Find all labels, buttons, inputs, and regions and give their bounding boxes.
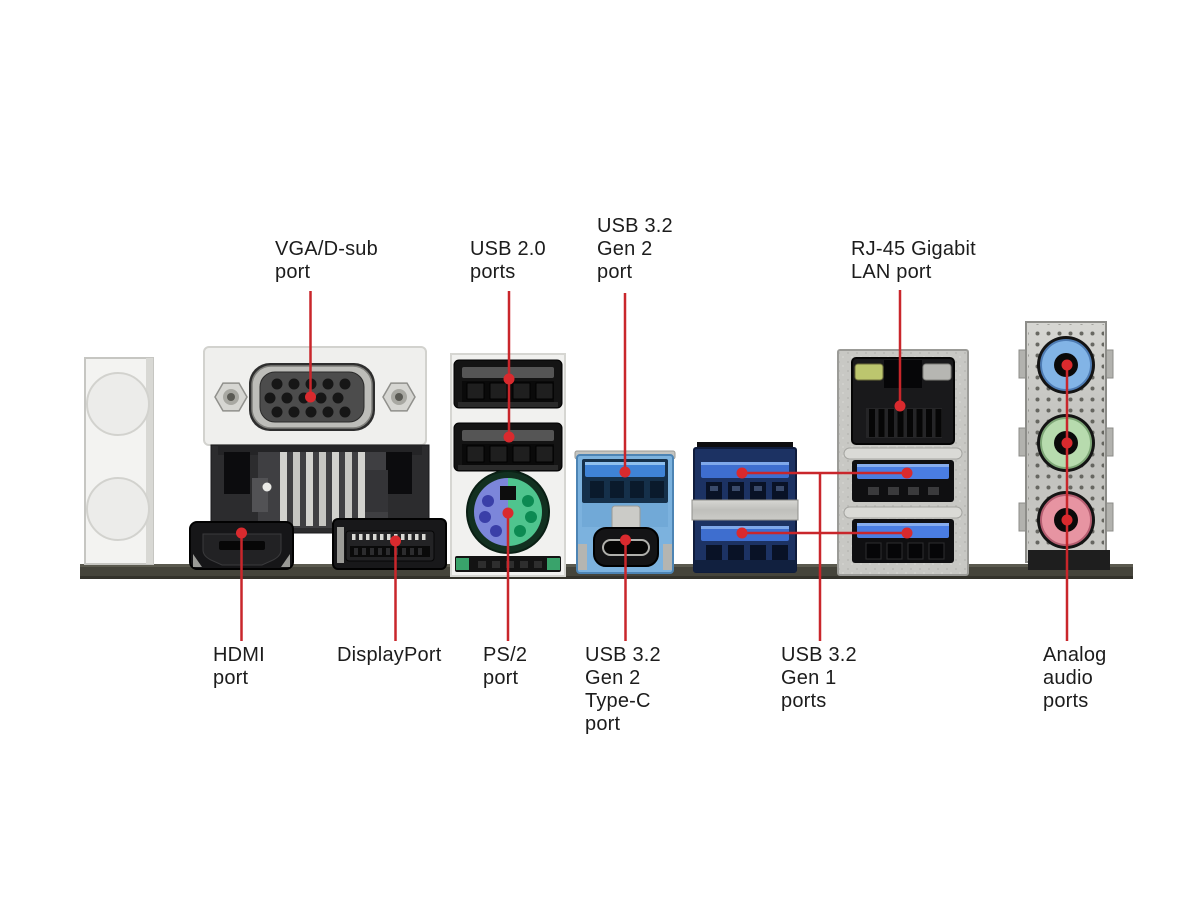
label-hdmi-port: HDMI port <box>213 644 265 689</box>
vga-dsub-port <box>203 346 430 534</box>
lan-led-left <box>854 363 884 381</box>
vga-bracket-fins <box>280 452 365 526</box>
label-rj45-lan-port: RJ-45 Gigabit LAN port <box>851 238 976 283</box>
label-ps2-port: PS/2 port <box>483 644 528 689</box>
usb32-gen1-stack <box>691 442 799 573</box>
label-usb32-gen2-port: USB 3.2 Gen 2 port <box>597 215 673 283</box>
vga-screw-right <box>382 382 416 412</box>
lan-led-right <box>922 363 952 381</box>
usb32-gen1-port-right-bottom <box>852 519 954 563</box>
label-usb32-gen1-ports: USB 3.2 Gen 1 ports <box>781 644 857 712</box>
callout-lines <box>240 290 1069 641</box>
blank-bracket <box>84 357 154 565</box>
label-usb32-gen2-typec-port: USB 3.2 Gen 2 Type-C port <box>585 644 661 735</box>
label-vga-dsub-port: VGA/D-sub port <box>275 238 378 283</box>
displayport-port <box>332 518 447 570</box>
label-usb20-ports: USB 2.0 ports <box>470 238 546 283</box>
usb20-port-bottom <box>453 422 563 472</box>
vga-screw-left <box>214 382 248 412</box>
usb32-gen1-port-right-top <box>852 460 954 502</box>
label-displayport: DisplayPort <box>337 644 442 666</box>
label-analog-audio-ports: Analog audio ports <box>1043 644 1107 712</box>
rj45-lan-port <box>851 357 955 445</box>
lan-usb-block <box>837 349 969 576</box>
callout-dots <box>236 359 1073 547</box>
